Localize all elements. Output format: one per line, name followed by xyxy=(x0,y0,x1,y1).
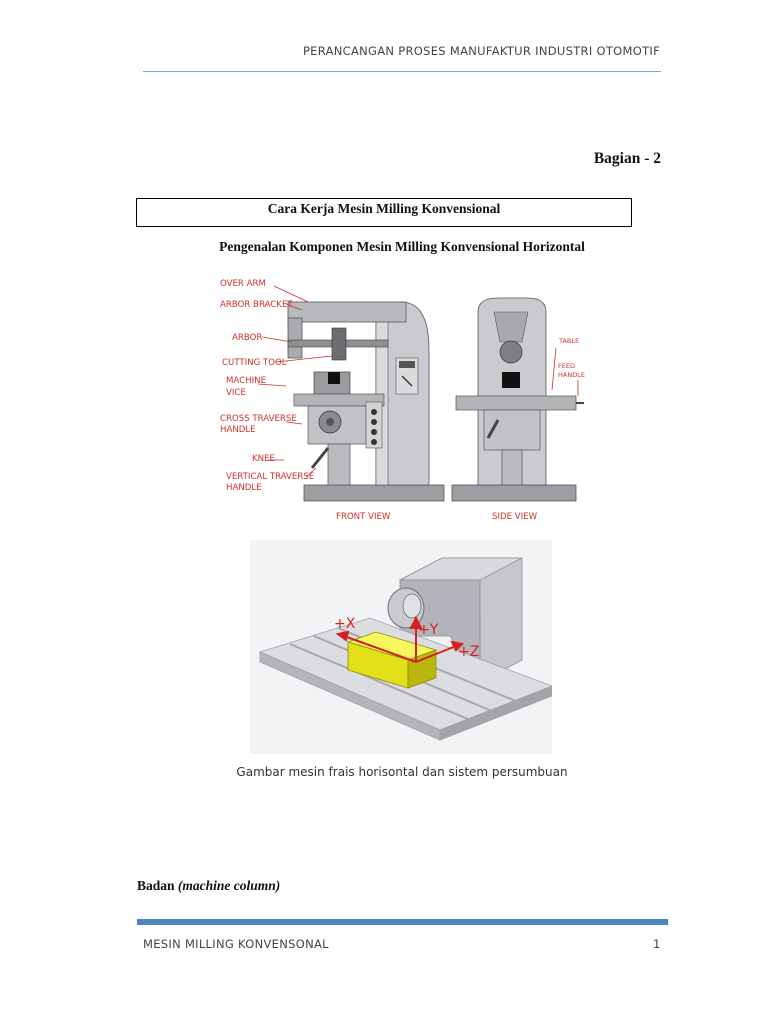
side-view-machine xyxy=(451,297,584,502)
axis-arrows xyxy=(335,615,465,663)
running-footer: MESIN MILLING KONVENSONAL xyxy=(143,937,329,951)
milling-machine-diagram: OVER ARM ARBOR BRACKET ARBOR CUTTING TOO… xyxy=(220,279,585,522)
label-cross-traverse-line2: HANDLE xyxy=(220,425,256,435)
subheading-badan-italic: (machine column) xyxy=(177,878,281,893)
label-table: TABLE xyxy=(558,337,579,345)
chapter-title: Cara Kerja Mesin Milling Konvensional xyxy=(267,201,501,216)
label-feed-handle-line2: HANDLE xyxy=(558,371,585,379)
label-machine-vice-line2: VICE xyxy=(226,388,246,398)
label-over-arm: OVER ARM xyxy=(220,279,266,289)
subheading-badan-label: Badan xyxy=(137,878,175,893)
section-title: Pengenalan Komponen Mesin Milling Konven… xyxy=(219,239,585,254)
label-arbor: ARBOR xyxy=(232,333,262,343)
chapter-title-box: Cara Kerja Mesin Milling Konvensional xyxy=(136,198,632,227)
header-rule xyxy=(143,71,661,72)
part-title: Bagian - 2 xyxy=(593,150,661,167)
label-arbor-bracket: ARBOR BRACKET xyxy=(220,300,293,310)
axis-system-render: +X +Y +Z xyxy=(250,540,552,754)
label-arrows xyxy=(257,285,579,478)
footer-rule xyxy=(137,919,668,925)
label-side-view: SIDE VIEW xyxy=(492,512,538,522)
label-knee: KNEE xyxy=(252,454,275,464)
axis-x-label: +X xyxy=(334,616,356,632)
label-feed-handle-line1: FEED xyxy=(558,362,575,370)
label-vertical-traverse-line2: HANDLE xyxy=(226,483,262,493)
label-machine-vice-line1: MACHINE xyxy=(226,376,266,386)
axis-z-label: +Z xyxy=(458,644,479,660)
label-cross-traverse-line1: CROSS TRAVERSE xyxy=(220,414,297,424)
axis-y-label: +Y xyxy=(418,622,439,638)
page-number: 1 xyxy=(653,937,661,951)
running-header: PERANCANGAN PROSES MANUFAKTUR INDUSTRI O… xyxy=(302,44,660,58)
label-vertical-traverse-line1: VERTICAL TRAVERSE xyxy=(226,472,314,482)
front-view-machine xyxy=(287,301,445,502)
figure-caption: Gambar mesin frais horisontal dan sistem… xyxy=(236,765,568,779)
label-cutting-tool: CUTTING TOOL xyxy=(222,358,287,368)
subheading-badan: Badan (machine column) xyxy=(137,878,280,894)
label-front-view: FRONT VIEW xyxy=(336,512,391,522)
